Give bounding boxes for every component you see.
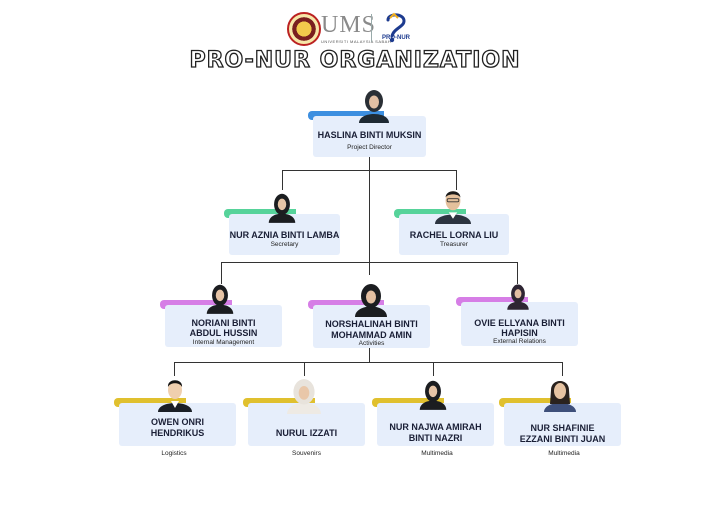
person-hijab-icon	[287, 379, 321, 415]
member-role: External Relations	[493, 338, 546, 345]
member-role: Souvenirs	[292, 450, 321, 457]
member-role: Secretary	[270, 241, 299, 248]
ums-wordmark: UMS	[321, 12, 377, 38]
person-hijab-icon	[507, 284, 529, 310]
color-tab	[456, 297, 528, 306]
member-role: Project Director	[347, 144, 392, 151]
member-name: BINTI NAZRI	[408, 433, 463, 443]
person-hijab-icon	[419, 380, 447, 410]
connector-line	[174, 362, 563, 364]
member-role: Multimedia	[548, 450, 580, 457]
member-role: Treasurer	[440, 241, 468, 248]
member-role: Multimedia	[421, 450, 453, 457]
member-card-multimedia-1: NUR NAJWA AMIRAH BINTI NAZRI	[377, 403, 494, 446]
color-tab	[224, 209, 296, 218]
color-tab	[372, 398, 444, 407]
color-tab	[308, 300, 384, 309]
person-hijab-icon	[268, 193, 296, 223]
pronur-logo-text: PRO-NUR	[382, 35, 410, 41]
member-name: ABDUL HUSSIN	[189, 328, 258, 338]
member-name: NUR SHAFINIE	[530, 423, 595, 433]
member-name: OVIE ELLYANA BINTI	[474, 318, 565, 328]
connector-line	[174, 362, 176, 376]
member-role: Logistics	[161, 450, 187, 457]
member-name: NORSHALINAH BINTI	[325, 319, 418, 329]
member-name: RACHEL LORNA LIU	[409, 230, 499, 240]
member-role: Activities	[358, 340, 385, 347]
color-tab	[394, 209, 466, 218]
connector-line	[282, 170, 284, 190]
ums-crest-icon	[287, 12, 321, 46]
member-name: HENDRIKUS	[150, 428, 205, 438]
member-name: NORIANI BINTI	[191, 318, 256, 328]
connector-line	[369, 157, 371, 275]
connector-line	[517, 262, 519, 284]
ums-subtitle: UNIVERSITI MALAYSIA SABAH	[321, 39, 392, 44]
pronur-logo-icon	[386, 12, 406, 43]
member-role: Internal Management	[192, 339, 255, 346]
person-hijab-icon	[355, 284, 387, 317]
color-tab	[308, 111, 384, 120]
color-tab	[243, 398, 315, 407]
connector-line	[282, 170, 456, 172]
logo-divider	[371, 14, 372, 42]
member-name: NUR NAJWA AMIRAH	[389, 422, 482, 432]
member-card-souvenirs: NURUL IZZATI	[248, 403, 365, 446]
member-name: EZZANI BINTI JUAN	[519, 434, 606, 444]
page-title: PRO-NUR ORGANIZATION	[189, 47, 521, 73]
person-long-hair-icon	[544, 381, 576, 412]
connector-line	[456, 170, 458, 190]
connector-line	[221, 262, 223, 284]
connector-line	[221, 262, 517, 264]
connector-line	[562, 362, 564, 376]
person-male-icon	[158, 380, 192, 412]
member-name: HASLINA BINTI MUKSIN	[317, 130, 422, 140]
member-name: NURUL IZZATI	[275, 428, 338, 438]
member-name: OWEN ONRI	[151, 417, 204, 427]
connector-line	[433, 362, 435, 376]
member-name: MOHAMMAD AMIN	[331, 330, 412, 340]
person-hijab-icon	[359, 90, 389, 123]
color-tab	[499, 398, 571, 407]
member-name: NUR AZNIA BINTI LAMBA	[229, 230, 340, 240]
person-hijab-icon	[206, 284, 234, 314]
member-name: HAPISIN	[501, 328, 538, 338]
color-tab	[160, 300, 232, 309]
color-tab	[114, 398, 186, 407]
connector-line	[369, 343, 371, 363]
person-male-icon	[435, 191, 471, 225]
connector-line	[304, 362, 306, 376]
